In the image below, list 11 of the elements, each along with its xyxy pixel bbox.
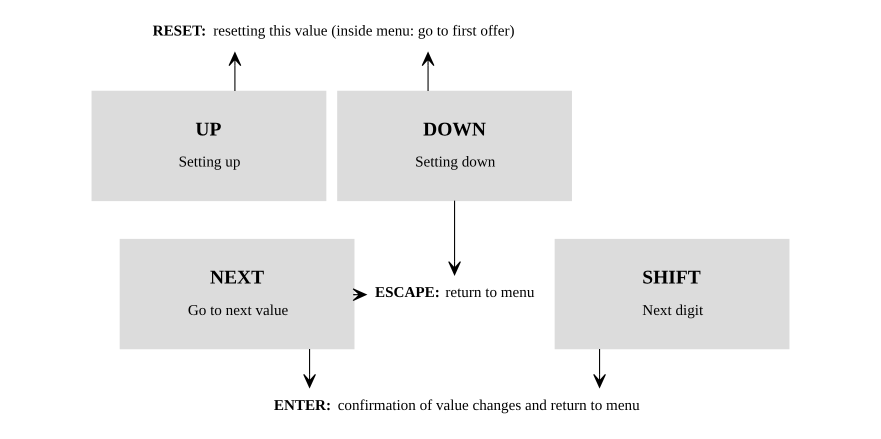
node-text: ESCAPE: return to menu — [375, 284, 534, 301]
node-text: RESET: resetting this value (inside menu: go to first offer) — [152, 23, 515, 40]
node-text: ENTER: confirmation of value changes and return to menu — [274, 398, 640, 414]
node-box: UP Setting up — [92, 90, 326, 201]
node-box: DOWN Setting down — [337, 90, 572, 201]
arrow — [422, 52, 434, 90]
arrow — [228, 52, 242, 90]
arrow — [303, 348, 316, 388]
arrow — [593, 348, 606, 388]
node-box: SHIFT Next digit — [554, 238, 790, 349]
arrow — [448, 200, 461, 275]
